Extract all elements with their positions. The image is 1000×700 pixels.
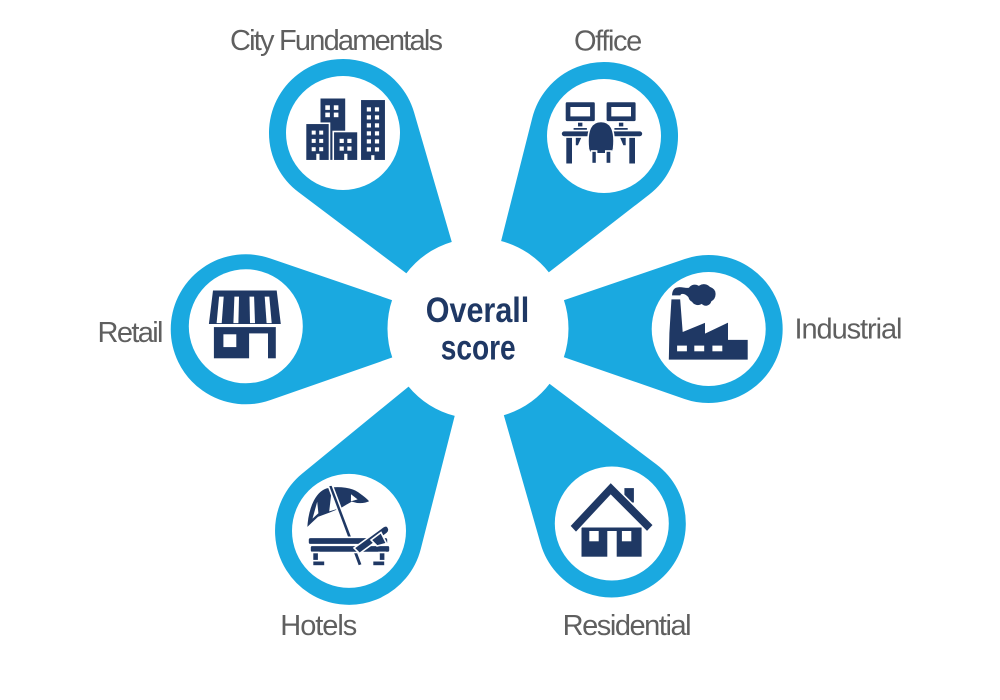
svg-text:Hotels: Hotels bbox=[280, 610, 357, 642]
svg-text:score: score bbox=[441, 328, 516, 367]
svg-text:Overall: Overall bbox=[426, 291, 530, 330]
svg-text:City Fundamentals: City Fundamentals bbox=[230, 25, 443, 57]
svg-text:Office: Office bbox=[574, 26, 642, 58]
svg-text:Retail: Retail bbox=[98, 317, 164, 349]
svg-text:Industrial: Industrial bbox=[795, 314, 903, 346]
svg-text:Residential: Residential bbox=[563, 610, 692, 642]
